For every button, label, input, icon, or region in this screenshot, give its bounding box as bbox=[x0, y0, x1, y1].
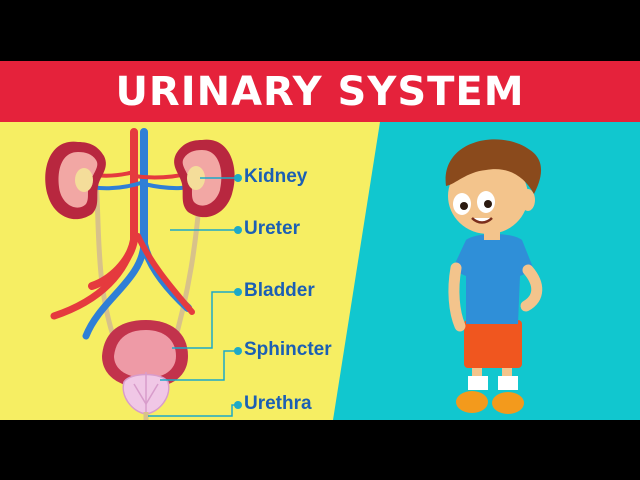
page-title: URINARY SYSTEM bbox=[115, 68, 525, 115]
left-kidney bbox=[45, 141, 106, 220]
label-bladder: Bladder bbox=[244, 280, 315, 301]
label-kidney: Kidney bbox=[244, 166, 308, 187]
leader-dots bbox=[234, 174, 242, 409]
bladder bbox=[102, 320, 188, 388]
label-sphincter: Sphincter bbox=[244, 339, 332, 360]
label-urethra: Urethra bbox=[244, 393, 312, 414]
cartoon-boy bbox=[445, 139, 543, 414]
title-banner: URINARY SYSTEM bbox=[0, 61, 640, 122]
sphincter bbox=[122, 372, 170, 415]
label-ureter: Ureter bbox=[244, 218, 300, 239]
